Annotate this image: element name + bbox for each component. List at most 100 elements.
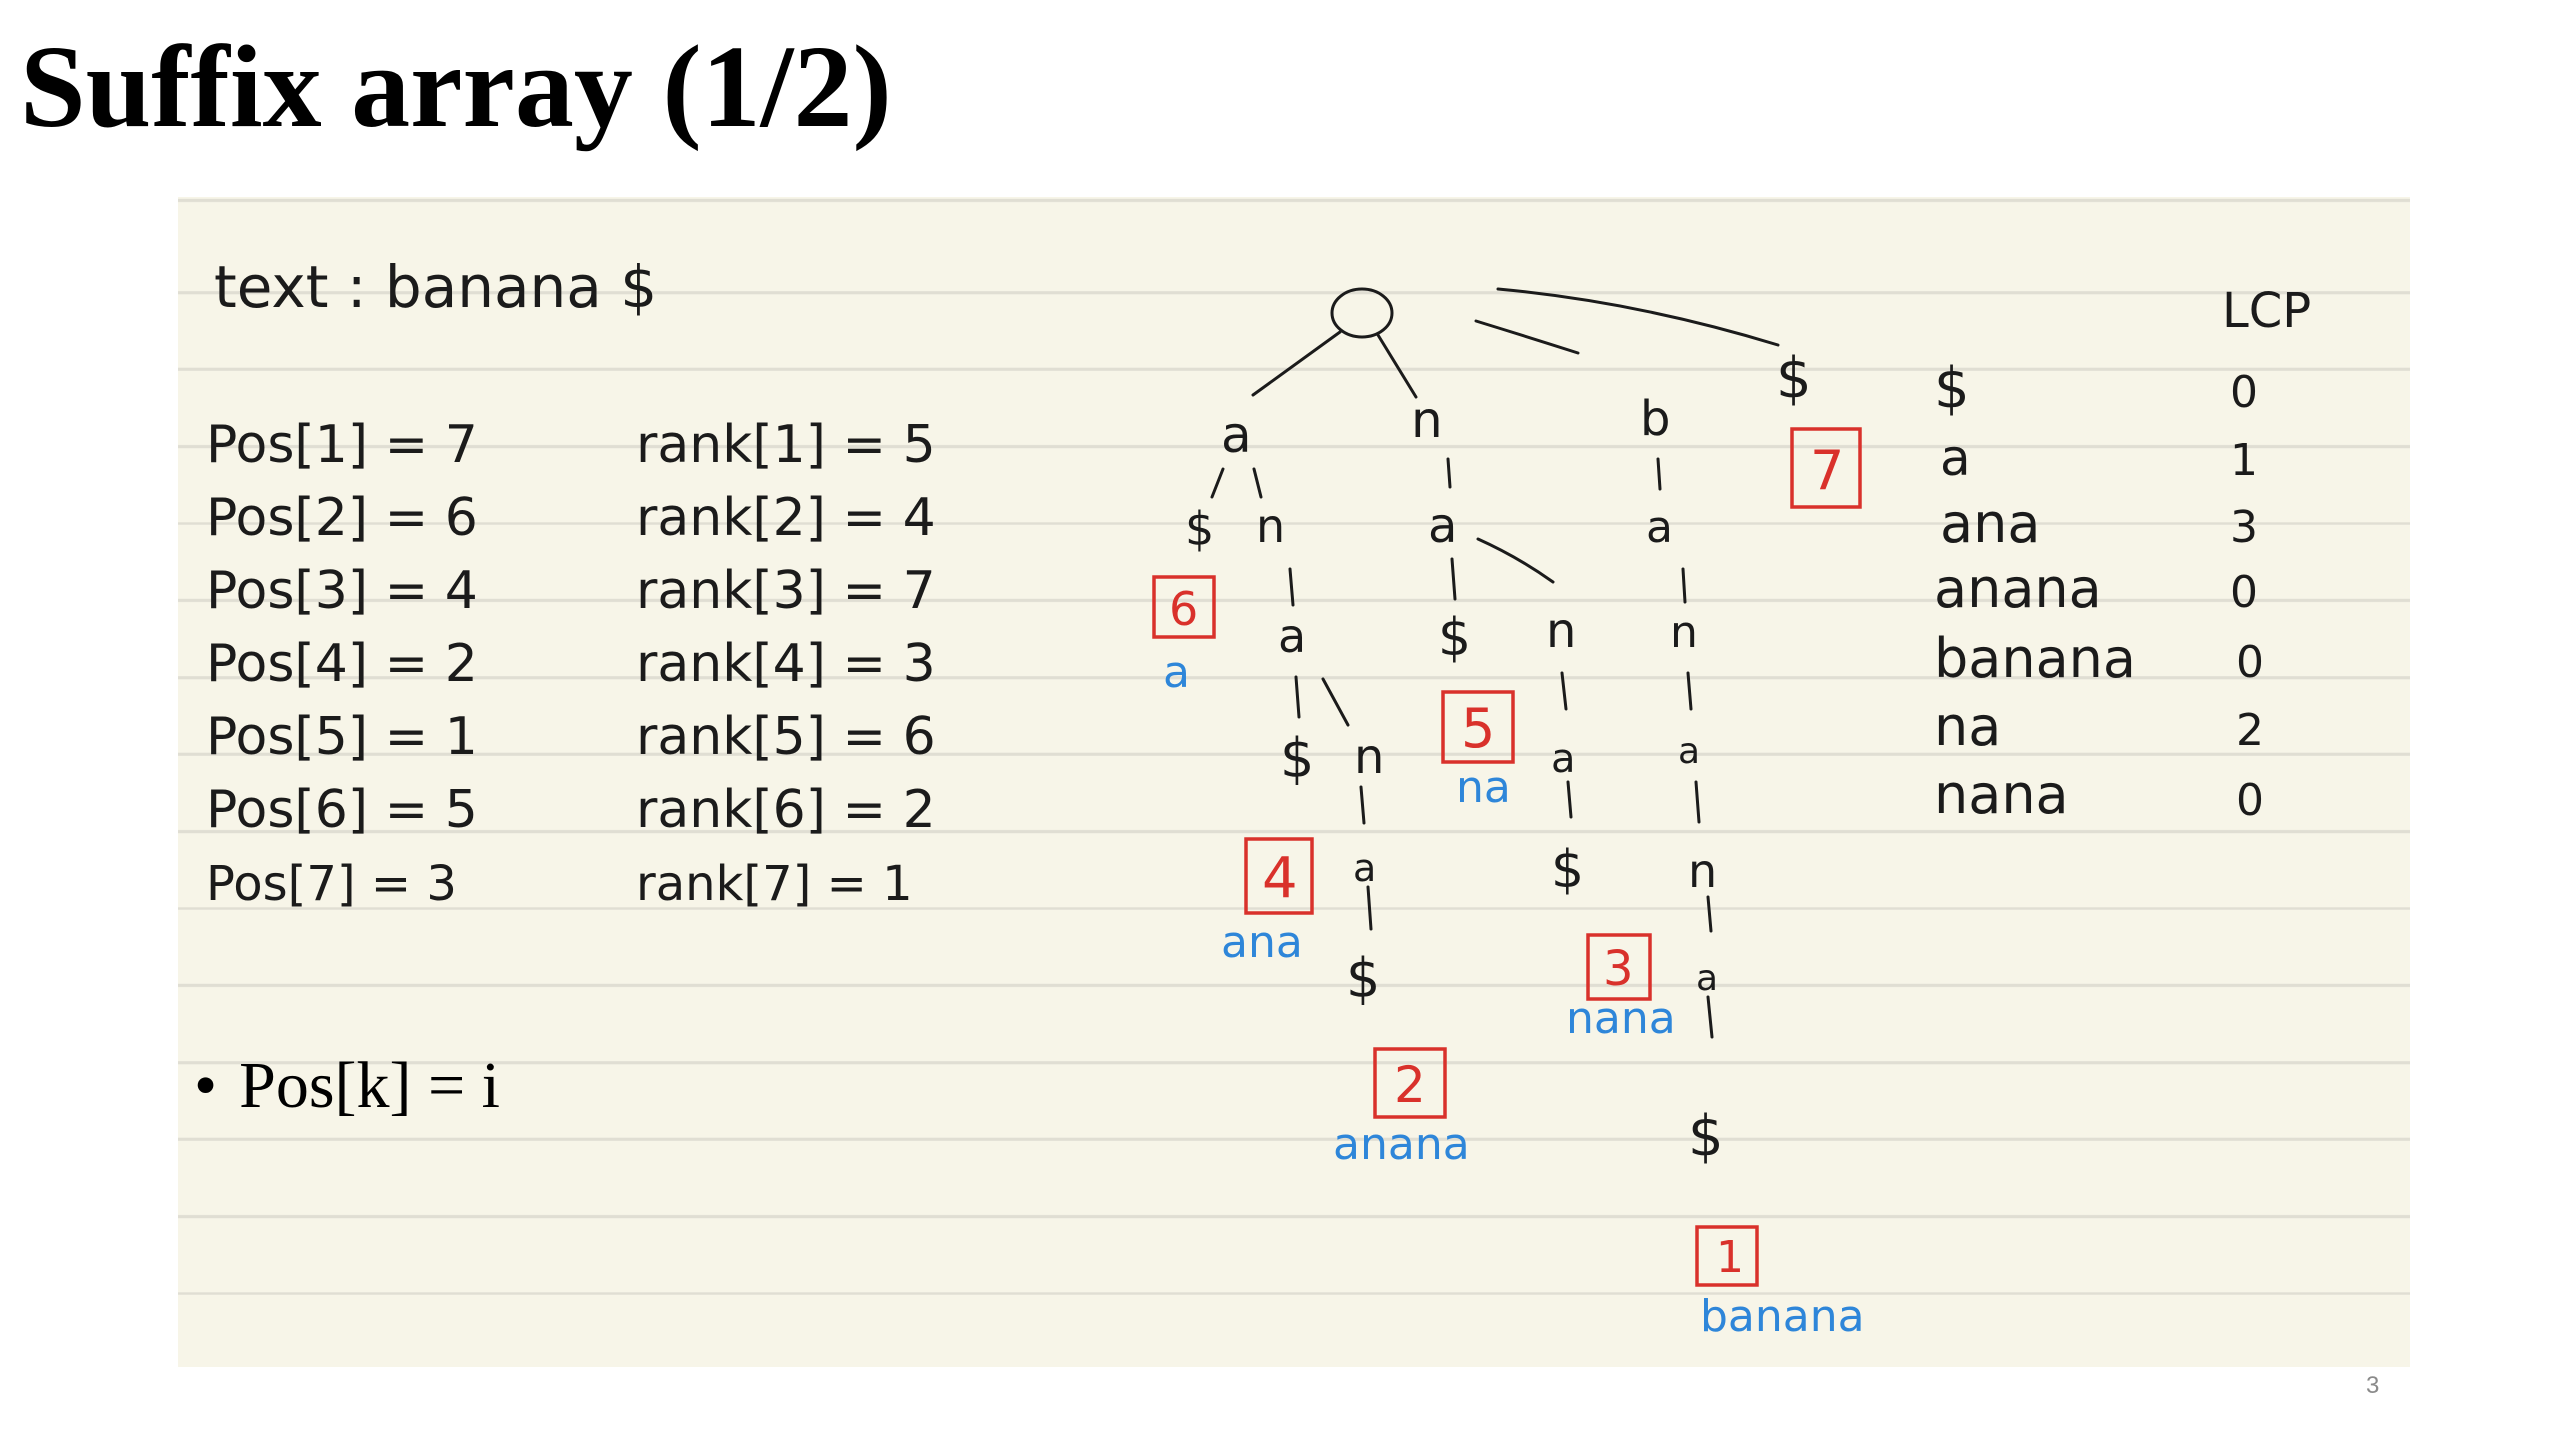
lcp-suffix: anana <box>1934 557 2102 620</box>
tree-edge <box>1706 895 1713 933</box>
tree-label: $ <box>1688 1104 1724 1169</box>
suffix-label: na <box>1456 762 1511 813</box>
tree-edge <box>1210 467 1225 499</box>
tree-edge <box>1321 677 1350 727</box>
tree-label: a <box>1221 406 1252 464</box>
lcp-value: 1 <box>2230 435 2258 486</box>
pos-entry: Pos[5] = 1 <box>206 707 478 767</box>
tree-edge <box>1446 457 1452 489</box>
leaf-box <box>1586 933 1652 1001</box>
pos-entry: Pos[6] = 5 <box>206 780 478 840</box>
tree-label: $ <box>1776 346 1812 411</box>
lcp-suffix: banana <box>1934 627 2136 690</box>
lcp-value: 2 <box>2236 705 2264 756</box>
tree-edge <box>1496 287 1780 347</box>
lcp-value: 0 <box>2230 567 2258 618</box>
leaf-box <box>1373 1047 1447 1119</box>
tree-label: a <box>1678 731 1700 772</box>
tree-edge <box>1681 567 1687 604</box>
pos-entry: Pos[2] = 6 <box>206 488 478 548</box>
tree-label: $ <box>1551 840 1584 900</box>
tree-label: n <box>1256 499 1285 553</box>
leaf-6: 6 a <box>1152 575 1216 698</box>
rank-entry: rank[3] = 7 <box>636 561 936 621</box>
page-number: 3 <box>2366 1372 2380 1399</box>
suffix-label: banana <box>1700 1291 1865 1342</box>
tree-label: $ <box>1185 502 1214 556</box>
leaf-1: 1 banana <box>1695 1225 1865 1342</box>
leaf-box <box>1790 427 1862 509</box>
leaf-box <box>1152 575 1216 639</box>
lcp-suffix: $ <box>1934 356 1970 421</box>
lcp-value: 0 <box>2236 637 2264 688</box>
tree-edge <box>1706 995 1714 1039</box>
pos-entry: Pos[4] = 2 <box>206 634 478 694</box>
rank-list: rank[1] = 5 rank[2] = 4 rank[3] = 7 rank… <box>636 415 936 912</box>
lcp-value: 3 <box>2230 502 2258 553</box>
leaf-4: 4 ana <box>1221 837 1314 968</box>
lcp-suffix: na <box>1934 695 2001 758</box>
notebook-page: text : banana $ Pos[1] = 7 Pos[2] = 6 Po… <box>178 197 2410 1367</box>
bullet-dot: • <box>194 1049 218 1122</box>
tree-label: $ <box>1280 727 1314 790</box>
leaf-5: 5 na <box>1441 690 1515 813</box>
suffix-label: nana <box>1566 993 1676 1044</box>
tree-label: n <box>1546 603 1576 659</box>
suffix-label: anana <box>1333 1119 1470 1170</box>
rank-entry: rank[2] = 4 <box>636 488 936 548</box>
leaf-number: 3 <box>1603 941 1634 997</box>
leaf-number: 4 <box>1262 846 1298 911</box>
leaf-3: 3 nana <box>1566 933 1676 1044</box>
tree-label: a <box>1696 958 1718 999</box>
tree-edge <box>1366 885 1373 931</box>
leaf-2: 2 anana <box>1333 1047 1470 1170</box>
tree-edge <box>1288 567 1295 607</box>
rank-entry: rank[7] = 1 <box>636 856 913 912</box>
rank-entry: rank[1] = 5 <box>636 415 936 475</box>
lcp-suffix: a <box>1940 429 1971 487</box>
leaf-number: 2 <box>1394 1056 1426 1114</box>
handwritten-notes: text : banana $ Pos[1] = 7 Pos[2] = 6 Po… <box>206 253 2311 1342</box>
tree-edge <box>1566 780 1573 819</box>
tree-label: a <box>1353 846 1376 890</box>
lcp-suffix: nana <box>1934 763 2069 826</box>
tree-edge <box>1656 457 1662 491</box>
tree-label: n <box>1411 391 1443 449</box>
leaf-number: 7 <box>1810 439 1844 502</box>
leaf-box <box>1441 690 1515 764</box>
tree-edge <box>1450 557 1457 601</box>
leaf-number: 5 <box>1461 697 1495 760</box>
pos-list: Pos[1] = 7 Pos[2] = 6 Pos[3] = 4 Pos[4] … <box>206 415 478 912</box>
suffix-tree: a n b $ $ n a a a $ n n $ n a a a $ n $ … <box>1152 287 1865 1342</box>
lcp-value: 0 <box>2230 367 2258 418</box>
bullet-point: • Pos[k] = i <box>194 1048 500 1124</box>
tree-label: a <box>1278 609 1306 663</box>
text-line: text : banana $ <box>214 253 657 321</box>
tree-edge <box>1251 330 1342 397</box>
tree-edge <box>1560 671 1568 711</box>
tree-edge <box>1686 671 1693 711</box>
bullet-text: Pos[k] = i <box>239 1049 501 1122</box>
tree-label: n <box>1688 844 1717 898</box>
tree-label: $ <box>1438 608 1471 668</box>
lcp-suffix: ana <box>1940 492 2040 555</box>
rank-entry: rank[6] = 2 <box>636 780 936 840</box>
suffix-label: a <box>1163 647 1190 698</box>
lcp-table: LCP $ 0 a 1 ana 3 anana 0 banana 0 na 2 … <box>1934 283 2311 826</box>
leaf-7: 7 <box>1790 427 1862 509</box>
leaf-box <box>1695 1225 1759 1287</box>
leaf-number: 6 <box>1169 582 1198 636</box>
rank-entry: rank[5] = 6 <box>636 707 936 767</box>
tree-label: a <box>1551 736 1576 782</box>
tree-root-node <box>1330 287 1394 339</box>
tree-label: $ <box>1346 947 1380 1010</box>
pos-entry: Pos[7] = 3 <box>206 856 457 912</box>
leaf-box <box>1244 837 1314 915</box>
lcp-header: LCP <box>2222 283 2311 339</box>
suffix-label: ana <box>1221 917 1303 968</box>
rank-entry: rank[4] = 3 <box>636 634 936 694</box>
tree-edge <box>1376 333 1418 399</box>
tree-label: a <box>1646 502 1673 553</box>
leaf-number: 1 <box>1716 1232 1744 1283</box>
tree-label: b <box>1640 391 1670 447</box>
